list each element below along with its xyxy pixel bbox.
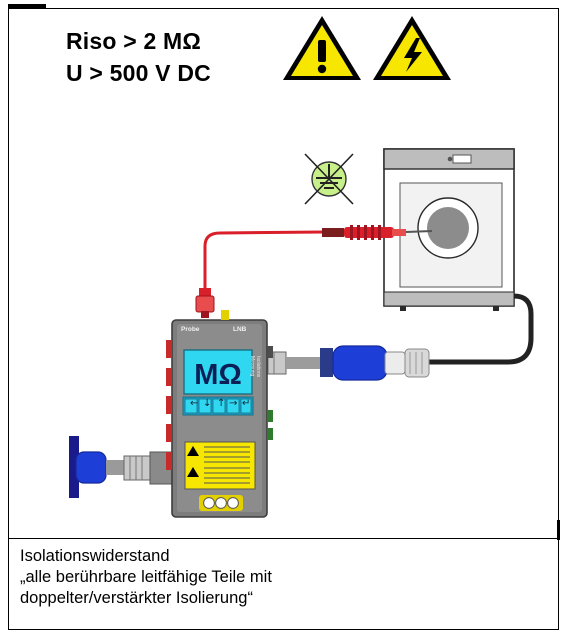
svg-text:↑: ↑ [217, 398, 225, 409]
warning-exclamation-icon [283, 16, 361, 80]
svg-text:↵: ↵ [242, 398, 250, 409]
frame-edge-mark [557, 520, 560, 540]
tester-port-lnb: LNB [233, 326, 247, 333]
socket-connector-right [255, 345, 430, 381]
caption-divider [8, 538, 559, 539]
figure-frame [8, 8, 559, 630]
washing-machine [383, 148, 515, 311]
frame-corner-mark [8, 4, 46, 8]
tester-side-label-2: Messung [249, 356, 255, 377]
tester-display-reading: MΩ [194, 359, 241, 391]
caption-line-3: doppelter/verstärkter Isolierung“ [20, 589, 253, 607]
socket-connector-left [69, 436, 173, 498]
svg-text:↓: ↓ [203, 398, 211, 409]
insulation-tester: ← ↓ ↑ → ↵ [166, 310, 273, 518]
caption-line-2: „alle berührbare leitfähige Teile mit [20, 568, 272, 586]
svg-text:→: → [229, 398, 237, 409]
tester-side-label-1: Isolations [255, 356, 261, 378]
tester-port-probe: Probe [181, 326, 200, 333]
no-protective-earth-icon [304, 153, 354, 205]
caption-line-1: Isolationswiderstand [20, 547, 170, 565]
red-probe-lead [195, 225, 433, 318]
figure-caption: Isolationswiderstand „alle berührbare le… [20, 546, 272, 609]
svg-text:←: ← [190, 398, 198, 409]
high-voltage-icon [373, 16, 451, 80]
mains-cable [427, 293, 534, 365]
voltage-requirement: U > 500 V DC [66, 60, 211, 86]
resistance-requirement: Riso > 2 MΩ [66, 28, 202, 54]
